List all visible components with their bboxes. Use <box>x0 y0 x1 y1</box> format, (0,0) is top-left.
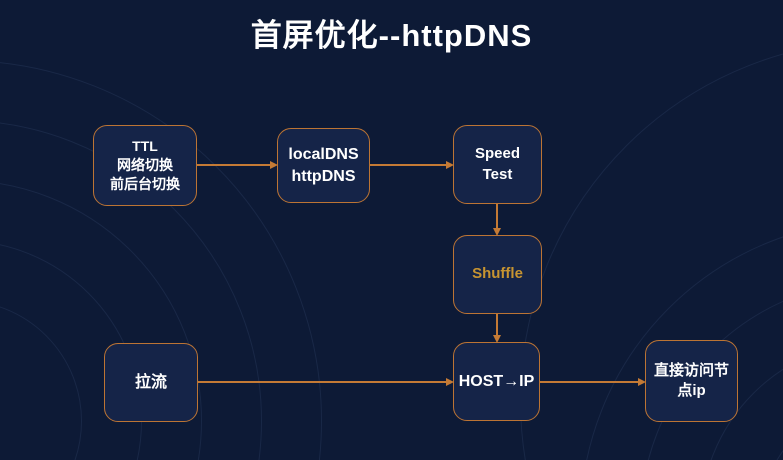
node-ttl: TTL 网络切换 前后台切换 <box>93 125 197 206</box>
node-direct-access-node-ip: 直接访问节点ip <box>645 340 738 422</box>
node-shuffle: Shuffle <box>453 235 542 314</box>
arrow-speedtest-to-shuffle <box>492 204 501 236</box>
node-speed-test-label: Speed Test <box>474 145 520 183</box>
node-ttl-label: TTL 网络切换 前后台切换 <box>110 138 180 192</box>
arrow-hostip-to-directip <box>540 377 646 386</box>
page-title: 首屏优化--httpDNS <box>250 18 533 53</box>
node-pull-stream-label: 拉流 <box>134 373 167 391</box>
node-direct-access-node-ip-label: 直接访问节点ip <box>653 361 729 399</box>
arrow-localdns-to-speedtest <box>370 160 454 169</box>
node-localdns-label: localDNS httpDNS <box>288 145 359 185</box>
node-speed-test: Speed Test <box>453 125 542 204</box>
node-shuffle-label: Shuffle <box>472 265 523 283</box>
node-localdns-httpdns: localDNS httpDNS <box>277 128 370 203</box>
arrow-pullstream-to-hostip <box>198 377 454 386</box>
arrow-shuffle-to-hostip <box>492 314 501 343</box>
node-pull-stream: 拉流 <box>104 343 198 422</box>
node-host-to-ip-label: HOST→IP <box>458 372 535 390</box>
arrow-ttl-to-localdns <box>197 160 278 169</box>
node-host-to-ip: HOST→IP <box>453 342 540 421</box>
